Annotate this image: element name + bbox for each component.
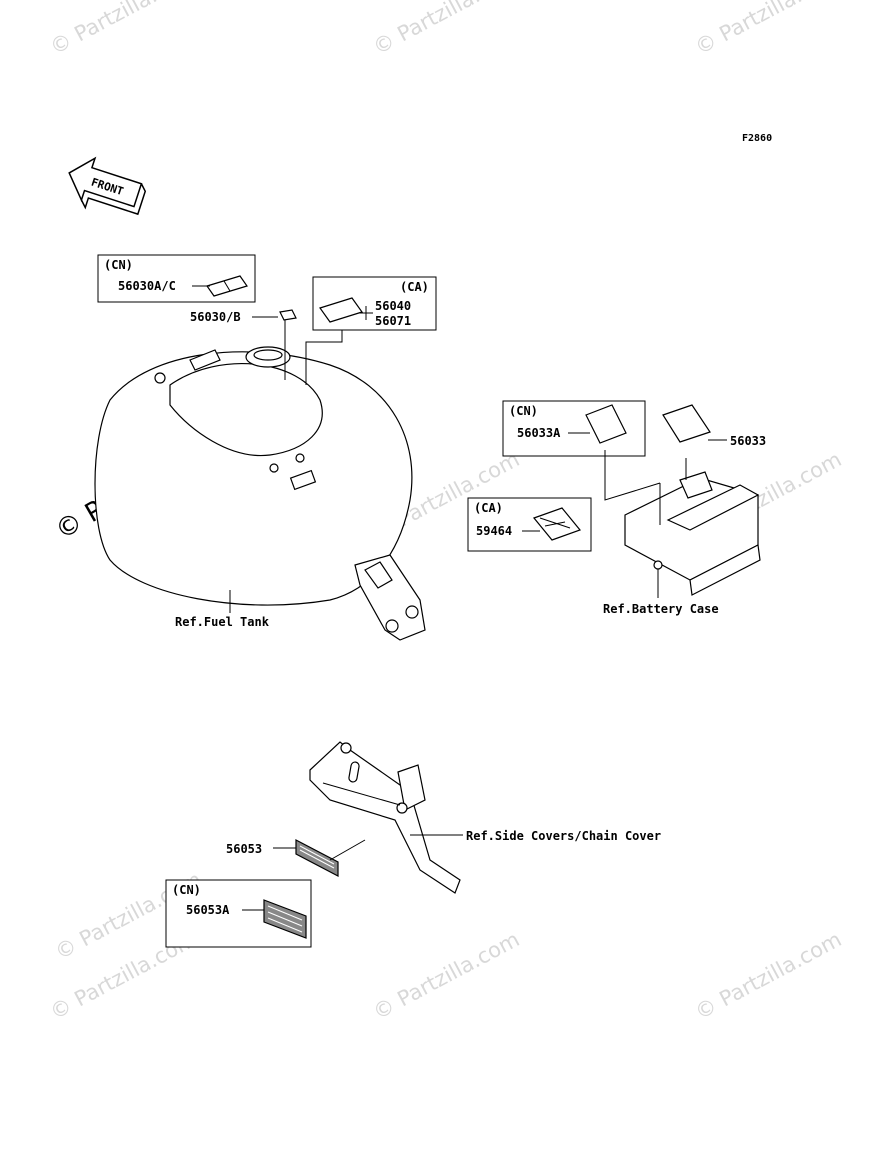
watermark: © Partzilla.com [369, 0, 523, 59]
callout-box-cn-56033a: (CN) 56033A [502, 400, 646, 457]
part-number: 56033A [517, 426, 561, 440]
battery-case [624, 471, 761, 598]
part-number: 56053A [186, 903, 230, 917]
fuel-tank [94, 346, 426, 641]
watermark: © Partzilla.com [691, 0, 845, 59]
callout-box-ca-56040: (CA) 56040 56071 [312, 276, 437, 331]
watermark: © Partzilla.com [369, 927, 523, 1024]
watermark: © Partzilla.com [46, 0, 200, 59]
front-arrow-icon: FRONT [68, 156, 147, 216]
callout-box-cn-56053a: (CN) 56053A [165, 879, 312, 948]
ref-fuel-tank-label: Ref.Fuel Tank [175, 615, 270, 629]
watermark: © Partzilla.com [691, 927, 845, 1024]
label-56030b: 56030/B [190, 310, 241, 324]
box-tag: (CN) [172, 883, 201, 897]
ref-side-covers-label: Ref.Side Covers/Chain Cover [466, 829, 661, 843]
label-56033: 56033 [730, 434, 766, 448]
decal-56053 [295, 839, 339, 877]
part-number: 56040 [375, 299, 411, 313]
figure-code: F2860 [742, 133, 772, 144]
box-tag: (CA) [474, 501, 503, 515]
part-number: 56071 [375, 314, 411, 328]
callout-box-ca-59464: (CA) 59464 [467, 497, 592, 552]
box-tag: (CN) [509, 404, 538, 418]
ref-battery-case-label: Ref.Battery Case [603, 602, 719, 616]
part-number: 59464 [476, 524, 512, 538]
box-tag: (CN) [104, 258, 133, 272]
part-number: 56030A/C [118, 279, 176, 293]
chain-cover [309, 741, 461, 894]
callout-box-cn-56030: (CN) 56030A/C [97, 254, 256, 303]
box-tag: (CA) [400, 280, 429, 294]
label-56053: 56053 [226, 842, 262, 856]
